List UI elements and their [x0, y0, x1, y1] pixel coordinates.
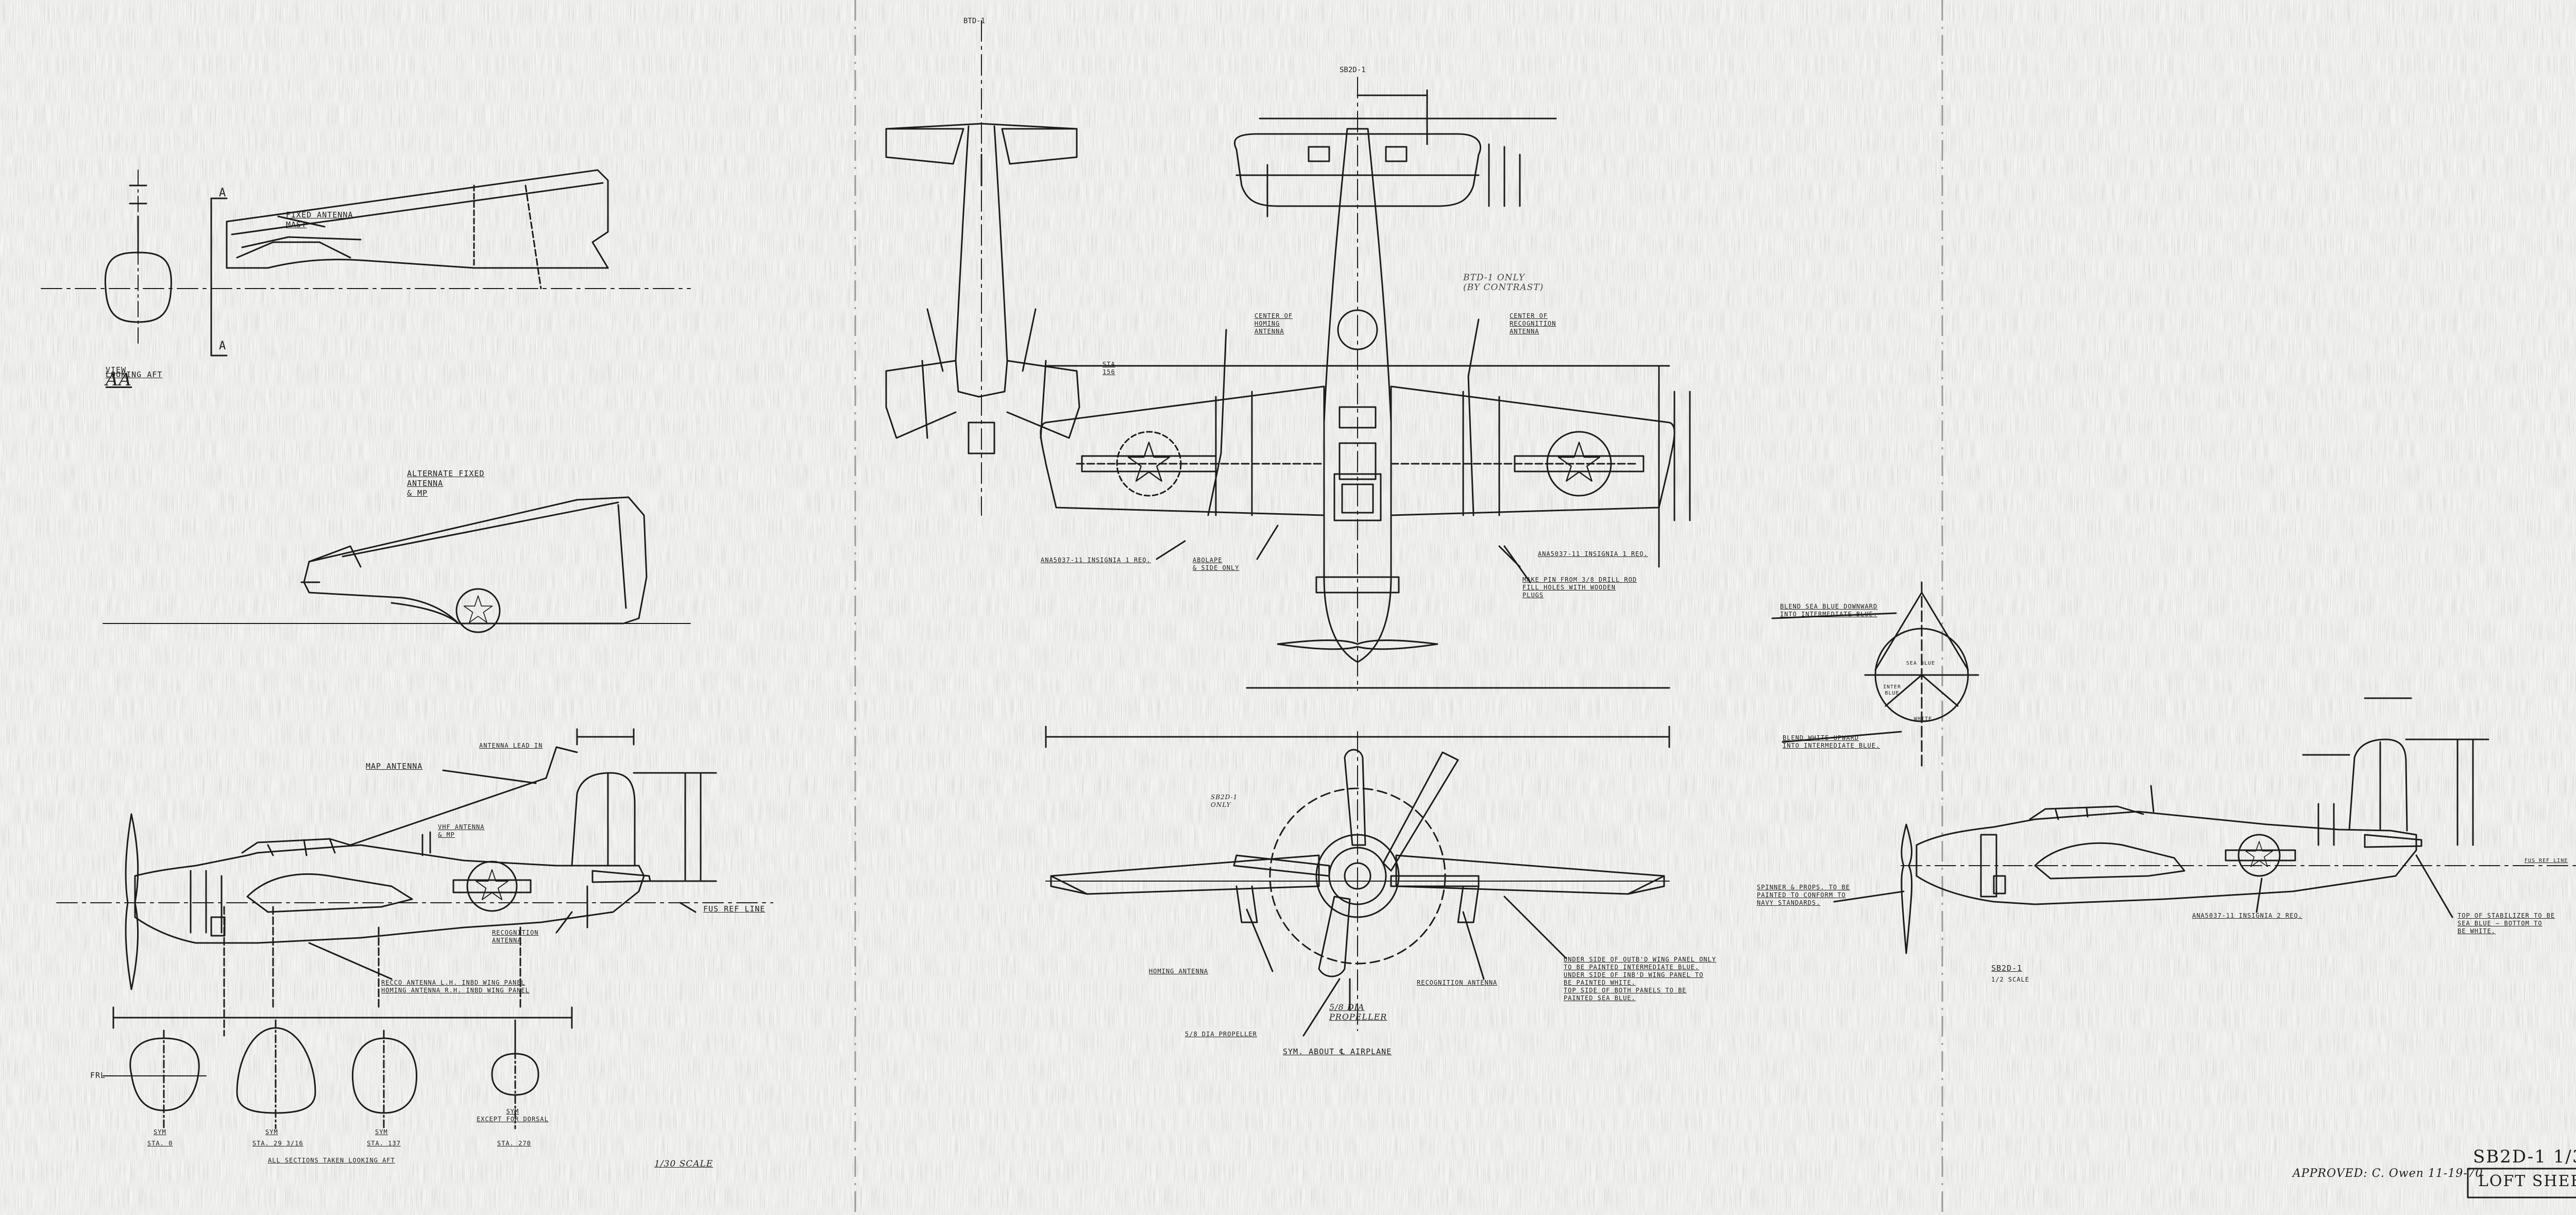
front-view [1045, 731, 1670, 1037]
insignia-left-note: ANA5037-11 INSIGNIA 1 REQ. [1041, 556, 1151, 564]
roundel-color-diagram [1771, 581, 1979, 769]
section-sta: STA. 0 [147, 1140, 173, 1147]
blend-down-note: BLEND SEA BLUE DOWNWARD INTO INTERMEDIAT… [1780, 603, 1878, 618]
sea-blue-zone: SEA BLUE [1906, 661, 1936, 666]
map-antenna-label: MAP ANTENNA [366, 762, 423, 771]
view-title: VIEW [106, 365, 127, 375]
spinner-note: SPINNER & PROPS. TO BE PAINTED TO CONFOR… [1757, 884, 1850, 906]
svg-text:BTD-1: BTD-1 [963, 17, 985, 25]
view-letters: AA [106, 369, 132, 390]
alternate-antenna-view [103, 496, 691, 633]
title-block-lines [2467, 1168, 2576, 1199]
blend-up-note: BLEND WHITE UPWARD INTO INTERMEDIATE BLU… [1783, 734, 1880, 749]
right-side-profile [1833, 697, 2576, 954]
wing-paint-note: UNDER SIDE OF OUTB'D WING PANEL ONLY TO … [1564, 956, 1717, 1002]
sheet-title: SB2D-1 1/30 SCALE [2473, 1146, 2576, 1167]
right-fus-ref-line: FUS REF LINE [2524, 858, 2568, 864]
prop-dia-label-b: 5/8 DIA PROPELLER [1185, 1031, 1257, 1038]
btd1-planform [885, 20, 1080, 516]
section-sta: STA. 137 [367, 1140, 401, 1147]
frl-label: FRL [90, 1071, 106, 1080]
approval-signature: APPROVED: C. Owen 11-19-70 [2293, 1167, 2483, 1180]
sheet-number: LOFT SHEET #275-10 [2478, 1172, 2576, 1190]
vhf-antenna-label: VHF ANTENNA & MP [438, 823, 485, 838]
canopy-side-view [210, 169, 609, 357]
recognition-antenna-label: RECOGNITION ANTENNA [1417, 979, 1498, 986]
section-sym: SYM [265, 1128, 278, 1136]
section-sym: SYM [375, 1128, 388, 1136]
white-zone: WHITE [1914, 716, 1933, 722]
left-side-profile [56, 728, 773, 1037]
section-sta: STA. 29 3/16 [252, 1140, 303, 1147]
right-insignia-note: ANA5037-11 INSIGNIA 2 REQ. [2192, 912, 2302, 919]
alternate-antenna-label: ALTERNATE FIXED ANTENNA & MP [407, 469, 485, 498]
svg-text:SB2D-1: SB2D-1 [1340, 66, 1366, 74]
insignia-right-note: ANA5037-11 INSIGNIA 1 REQ. [1538, 550, 1648, 558]
dimension-figures: SB2D-1 BTD-1 [963, 17, 1366, 74]
prop-dia-label-a: 5/8 DIA PROPELLER [1329, 1002, 1387, 1022]
section-mark-a-top: A [219, 187, 227, 199]
right-view-scale: 1/2 SCALE [1991, 976, 2030, 983]
center-of-homing-antenna: CENTER OF HOMING ANTENNA [1255, 312, 1293, 335]
recco-homing-note: RECCO ANTENNA L.H. INBD WING PANEL HOMIN… [381, 979, 530, 994]
section-sym: SYM EXCEPT FOR DORSAL [477, 1108, 549, 1123]
center-of-recognition-antenna: CENTER OF RECOGNITION ANTENNA [1510, 312, 1556, 335]
section-mark-a-bottom: A [219, 340, 227, 352]
view-aa-title: VIEW AA [106, 356, 132, 390]
sections-note: ALL SECTIONS TAKEN LOOKING AFT [268, 1157, 395, 1164]
homing-antenna-label: HOMING ANTENNA [1149, 968, 1209, 975]
ambient-note: ABOLAPE & SIDE ONLY [1193, 556, 1240, 571]
view-aa-subtitle: LOOKING AFT [106, 370, 163, 379]
inter-blue-zone: INTER BLUE [1883, 684, 1902, 696]
make-pin-note: MAKE PIN FROM 3/8 DRILL ROD FILL HOLES W… [1522, 576, 1637, 599]
btd-only-note: BTD-1 ONLY (BY CONTRAST) [1463, 273, 1544, 293]
sym-about-label: SYM. ABOUT ℄ AIRPLANE [1283, 1047, 1392, 1056]
stabilizer-note: TOP OF STABILIZER TO BE SEA BLUE — BOTTO… [2458, 912, 2555, 935]
section-sta: STA. 270 [497, 1140, 531, 1147]
right-view-title: SB2D-1 [1991, 964, 2023, 973]
fixed-antenna-label: FIXED ANTENNA MAST [286, 210, 353, 229]
left-fus-ref-line: FUS REF LINE [703, 904, 766, 914]
view-aa-section [41, 170, 691, 346]
left-scale-note: 1/30 SCALE [654, 1159, 714, 1169]
sb2d-front-note: SB2D-1 ONLY [1211, 794, 1238, 808]
antenna-lead-label: ANTENNA LEAD IN [479, 742, 543, 749]
station-label: STA 156 [1103, 361, 1115, 376]
left-recognition-antenna-label: RECOGNITION ANTENNA [492, 929, 539, 944]
fuselage-sections [103, 1019, 539, 1129]
section-sym: SYM [154, 1128, 166, 1136]
